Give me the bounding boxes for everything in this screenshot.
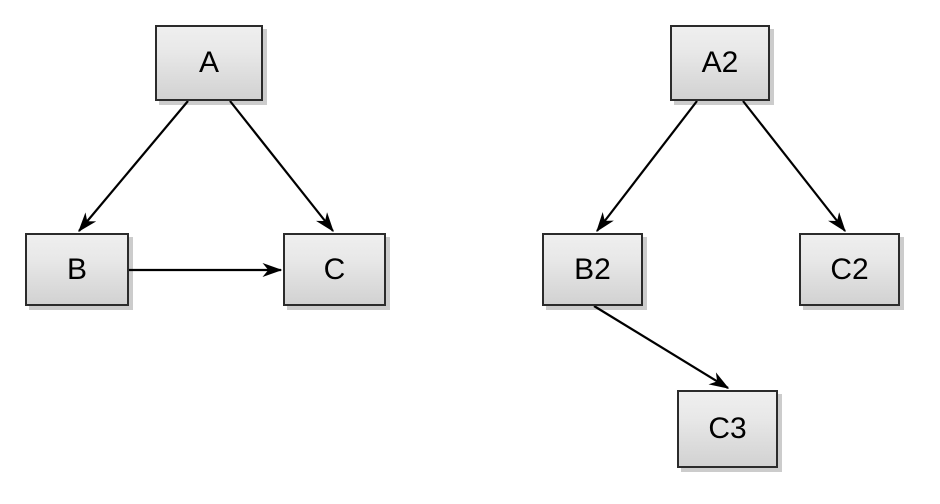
node-label: A [198,46,219,79]
edges-group [78,100,846,389]
edge-a-to-b [78,100,189,233]
node-label: A2 [701,46,739,79]
edge-a-to-c [229,100,334,233]
node-label: C3 [708,412,747,445]
edge-a2-to-c2 [742,100,846,233]
node-c2[interactable]: C2 [799,233,900,306]
node-label: B [66,252,87,286]
node-c[interactable]: C [283,233,386,306]
node-c3[interactable]: C3 [677,390,778,468]
node-a2[interactable]: A2 [670,25,770,101]
node-label: C2 [830,252,869,286]
node-b[interactable]: B [25,233,129,306]
node-a[interactable]: A [155,25,263,101]
node-label: B2 [574,252,611,286]
edge-b2-to-c3 [593,305,730,389]
node-b2[interactable]: B2 [542,233,643,306]
node-label: C [323,252,346,286]
edge-a2-to-b2 [596,100,698,233]
